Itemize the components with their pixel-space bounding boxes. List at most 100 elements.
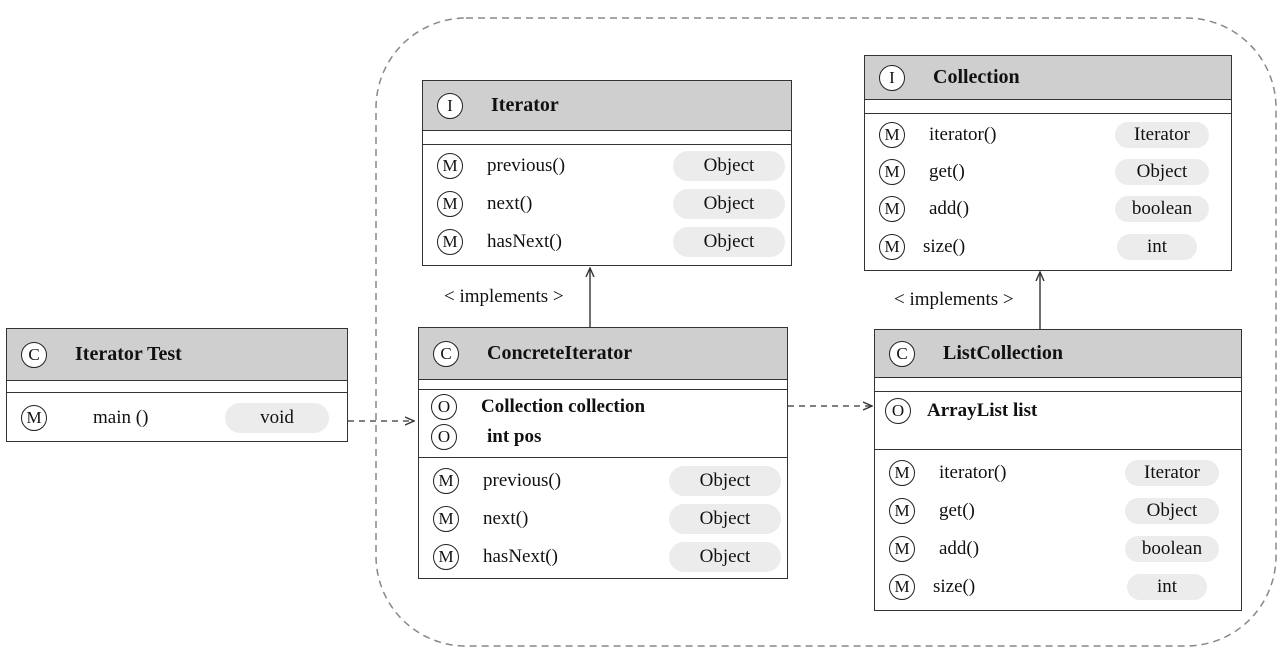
fields-section [423, 131, 791, 145]
method-name: main () [93, 407, 149, 428]
method-badge-icon: M [889, 536, 915, 562]
method-type: Iterator [1125, 460, 1219, 486]
method-badge-icon: M [879, 159, 905, 185]
method-badge-icon: M [889, 460, 915, 486]
class-header: I Iterator [423, 81, 791, 131]
method-type: Object [669, 466, 781, 496]
field-name: int pos [487, 426, 542, 447]
class-header: I Collection [865, 56, 1231, 100]
method-type: boolean [1115, 196, 1209, 222]
method-row: M get() Object [865, 155, 1231, 189]
fields-separator [875, 448, 1241, 450]
method-row: M previous() Object [423, 149, 791, 183]
field-name: ArrayList list [927, 400, 1038, 421]
class-iterator-test[interactable]: C Iterator Test M main () void [6, 328, 348, 442]
implements-label-iterator: < implements > [444, 286, 564, 307]
method-row: M get() Object [875, 494, 1241, 528]
class-collection[interactable]: I Collection M iterator() Iterator M get… [864, 55, 1232, 271]
method-type: Iterator [1115, 122, 1209, 148]
method-row: M next() Object [423, 187, 791, 221]
interface-badge-icon: I [879, 64, 905, 91]
method-name: previous() [487, 155, 566, 176]
method-name: next() [483, 508, 529, 529]
fields-section [7, 381, 347, 393]
class-header: C Iterator Test [7, 329, 347, 381]
method-badge-icon: M [433, 506, 459, 532]
method-name: get() [929, 161, 965, 182]
method-name: size() [933, 576, 976, 597]
class-badge-icon: C [21, 341, 47, 368]
method-badge-icon: M [889, 498, 915, 524]
method-badge-icon: M [879, 196, 905, 222]
method-row: M main () void [7, 401, 347, 435]
class-badge-icon: C [889, 340, 915, 367]
method-badge-icon: M [437, 191, 463, 217]
method-name: add() [939, 538, 980, 559]
method-badge-icon: M [437, 153, 463, 179]
method-badge-icon: M [433, 468, 459, 494]
method-row: M hasNext() Object [419, 540, 787, 574]
field-name: Collection collection [481, 396, 646, 417]
method-type: int [1117, 234, 1197, 260]
field-badge-icon: O [431, 424, 457, 450]
method-name: iterator() [929, 124, 997, 145]
class-name: ConcreteIterator [487, 342, 633, 364]
class-header: C ConcreteIterator [419, 328, 787, 380]
method-row: M add() boolean [875, 532, 1241, 566]
class-concrete-iterator[interactable]: C ConcreteIterator O Collection collecti… [418, 327, 788, 579]
method-type: Object [1115, 159, 1209, 185]
method-name: size() [923, 236, 966, 257]
method-badge-icon: M [433, 544, 459, 570]
method-type: void [225, 403, 329, 433]
fields-section [865, 100, 1231, 114]
header-separator [875, 378, 1241, 392]
method-type: int [1127, 574, 1207, 600]
method-badge-icon: M [21, 405, 47, 431]
method-type: Object [673, 227, 785, 257]
implements-label-collection: < implements > [894, 289, 1014, 310]
method-type: Object [669, 542, 781, 572]
method-name: next() [487, 193, 533, 214]
method-row: M iterator() Iterator [875, 456, 1241, 490]
class-header: C ListCollection [875, 330, 1241, 378]
method-type: Object [673, 189, 785, 219]
field-row: O Collection collection [419, 392, 787, 422]
method-name: hasNext() [487, 231, 562, 252]
method-badge-icon: M [889, 574, 915, 600]
class-badge-icon: C [433, 340, 459, 367]
method-row: M size() int [875, 570, 1241, 604]
method-row: M previous() Object [419, 464, 787, 498]
field-badge-icon: O [431, 394, 457, 420]
method-badge-icon: M [879, 122, 905, 148]
header-separator [419, 380, 787, 390]
method-name: add() [929, 198, 970, 219]
class-name: Iterator Test [75, 343, 182, 365]
class-iterator[interactable]: I Iterator M previous() Object M next() … [422, 80, 792, 266]
class-name: ListCollection [943, 342, 1063, 364]
method-name: previous() [483, 470, 562, 491]
package-boundary [375, 17, 1277, 647]
interface-badge-icon: I [437, 92, 463, 119]
method-row: M add() boolean [865, 192, 1231, 226]
method-badge-icon: M [437, 229, 463, 255]
method-name: iterator() [939, 462, 1007, 483]
method-row: M iterator() Iterator [865, 118, 1231, 152]
method-name: get() [939, 500, 975, 521]
fields-separator [419, 456, 787, 458]
class-list-collection[interactable]: C ListCollection O ArrayList list M iter… [874, 329, 1242, 611]
field-badge-icon: O [885, 398, 911, 424]
class-name: Iterator [491, 94, 559, 116]
method-badge-icon: M [879, 234, 905, 260]
field-row: O int pos [419, 422, 787, 452]
method-type: boolean [1125, 536, 1219, 562]
method-name: hasNext() [483, 546, 558, 567]
method-row: M size() int [865, 230, 1231, 264]
field-row: O ArrayList list [875, 396, 1241, 426]
method-type: Object [673, 151, 785, 181]
method-type: Object [669, 504, 781, 534]
method-type: Object [1125, 498, 1219, 524]
method-row: M next() Object [419, 502, 787, 536]
method-row: M hasNext() Object [423, 225, 791, 259]
